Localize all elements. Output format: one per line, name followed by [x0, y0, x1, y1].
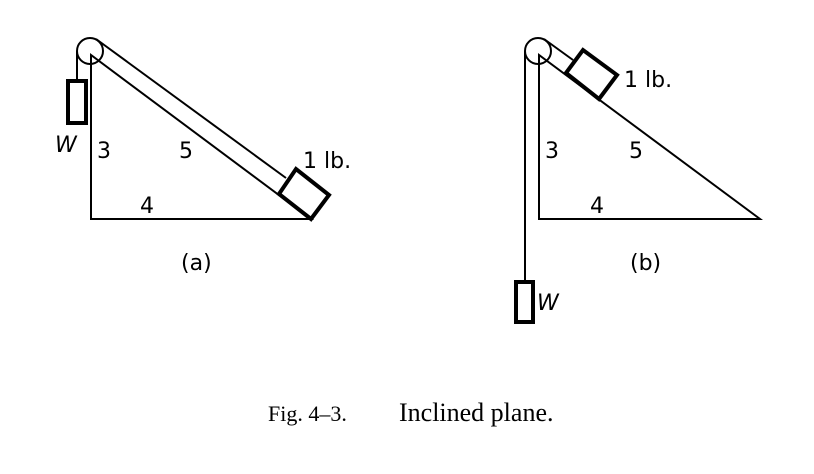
rope-a-incline — [95, 38, 287, 179]
side-b-hyp: 5 — [629, 139, 643, 164]
side-b-vertical: 3 — [545, 139, 559, 164]
side-a-vertical: 3 — [97, 139, 111, 164]
side-a-base: 4 — [140, 194, 154, 219]
side-b-base: 4 — [590, 194, 604, 219]
block-b-label: 1 lb. — [624, 68, 672, 93]
side-a-hyp: 5 — [179, 139, 193, 164]
diagram-a — [66, 37, 332, 222]
caption-number: Fig. 4–3. — [268, 401, 347, 426]
diagram-b — [514, 37, 764, 324]
weight-b — [514, 280, 535, 324]
rope-b-incline — [543, 38, 574, 61]
panel-a-label: (a) — [181, 251, 212, 276]
block-a-label: 1 lb. — [303, 149, 351, 174]
weight-a-label: W — [55, 133, 78, 158]
caption-title: Inclined plane. — [399, 398, 554, 427]
weight-a — [66, 79, 88, 125]
block-b — [563, 47, 620, 102]
panel-b-label: (b) — [630, 251, 661, 276]
triangle-a — [90, 53, 315, 220]
triangle-b — [538, 53, 764, 220]
block-a — [276, 166, 332, 222]
weight-b-label: W — [537, 291, 560, 316]
